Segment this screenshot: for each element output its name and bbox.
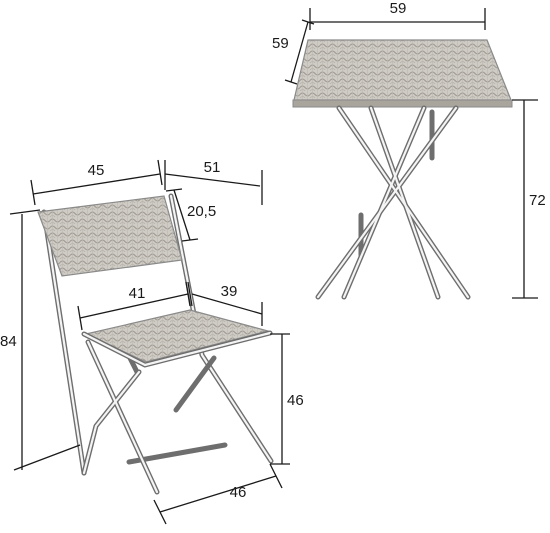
- table-legs: [315, 105, 471, 300]
- table-height-label: 72: [529, 192, 546, 209]
- chair-leg-span-label: 46: [230, 484, 247, 501]
- chair-rear-frame: [41, 193, 274, 476]
- chair-depth-dimension: 51: [164, 159, 263, 205]
- table-illustration: [292, 39, 513, 300]
- chair-seat-depth-dimension: 39: [187, 281, 263, 326]
- chair-height-label: 84: [0, 333, 17, 350]
- chair-seat-depth-label: 39: [221, 283, 238, 300]
- chair-seat-height-label: 46: [287, 392, 304, 409]
- chair-illustration: [37, 193, 274, 495]
- table-height-dimension: 72: [512, 99, 546, 299]
- chair-seat-width-dimension: 41: [77, 281, 191, 331]
- table-depth-label: 59: [272, 35, 289, 52]
- chair-backrest-width-label: 45: [88, 162, 105, 179]
- chair-backrest: [37, 195, 183, 277]
- table-width-label: 59: [390, 0, 407, 17]
- chair-backrest-width-dimension: 45: [30, 159, 163, 206]
- chair-depth-label: 51: [204, 159, 221, 176]
- chair-leg-span-dimension: 46: [153, 463, 283, 525]
- table-top: [292, 39, 513, 108]
- chair-seat: [81, 309, 273, 368]
- table-width-dimension: 59: [309, 0, 486, 30]
- chair-backrest-height-label: 20,5: [187, 203, 216, 220]
- chair-seat-height-dimension: 46: [270, 333, 304, 465]
- table-depth-dimension: 59: [272, 19, 315, 85]
- chair-backrest-height-dimension: 20,5: [165, 188, 216, 242]
- chair-height-dimension: 84: [0, 209, 81, 471]
- chair-seat-width-label: 41: [129, 285, 146, 302]
